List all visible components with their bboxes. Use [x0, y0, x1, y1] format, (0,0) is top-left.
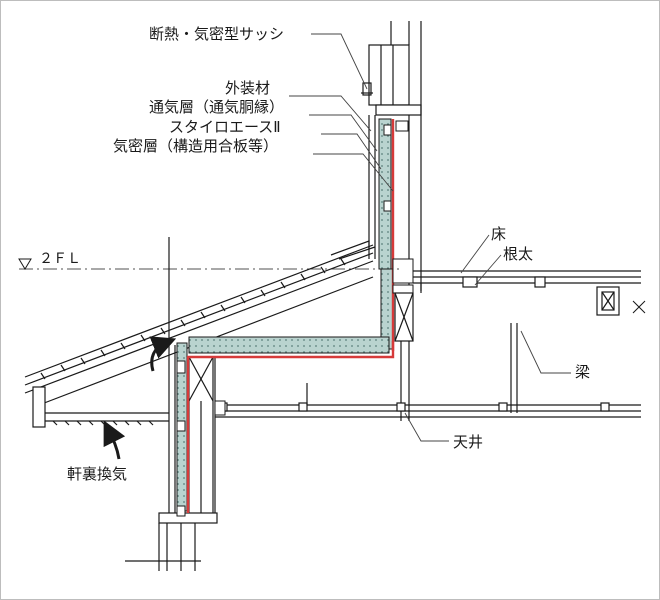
eave-upflow-arrow — [149, 336, 177, 372]
ceiling-airtight-line — [187, 341, 395, 359]
roof — [24, 240, 376, 428]
floor-structure — [413, 270, 641, 413]
eave-intake-arrow — [103, 420, 126, 460]
floor-level-mark — [18, 258, 401, 270]
label-airtight-layer: 気密層（構造用合板等） — [113, 137, 278, 155]
ceiling-insulation — [188, 336, 390, 354]
upper-insulation — [378, 118, 392, 270]
label-floor: 床 — [491, 225, 506, 243]
label-styroace: スタイロエースⅡ — [169, 118, 281, 136]
lower-wall — [125, 237, 218, 571]
label-sash: 断熱・気密型サッシ — [149, 25, 284, 43]
label-ceiling: 天井 — [453, 433, 483, 451]
label-ventilation-layer: 通気層（通気胴縁） — [149, 98, 284, 116]
label-floor-level: ２ＦＬ — [39, 251, 81, 267]
label-beam: 梁 — [575, 363, 590, 381]
upper-wall — [361, 21, 422, 291]
label-eave-ventilation: 軒裏換気 — [67, 465, 127, 483]
leader-lines — [289, 33, 571, 442]
label-joist: 根太 — [503, 245, 533, 263]
label-exterior: 外装材 — [225, 79, 270, 97]
ceiling-structure — [215, 383, 641, 418]
